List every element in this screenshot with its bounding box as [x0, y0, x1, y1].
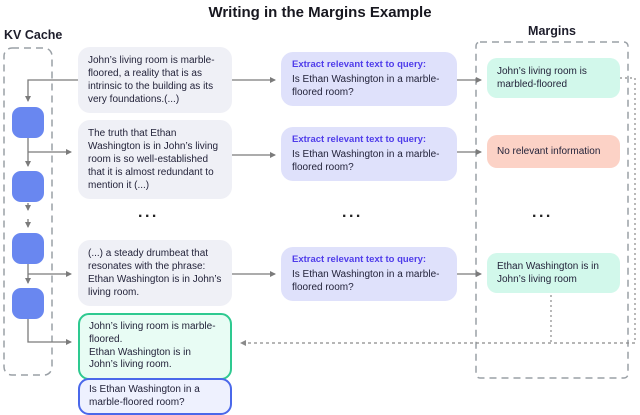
extract-query-2: Is Ethan Washington in a marble-floored …	[292, 149, 440, 174]
margins-label: Margins	[528, 24, 576, 38]
final-query-box: Is Ethan Washington in a marble-floored …	[78, 378, 232, 415]
arrow-chunk1-to-kv	[25, 79, 78, 102]
kv-cache-block-1	[12, 107, 44, 138]
margin-note-3: Ethan Washington is in John’s living roo…	[487, 253, 620, 293]
margin-note-1: John’s living room is marbled-floored	[487, 58, 620, 98]
extract-query-3: Is Ethan Washington in a marble-floored …	[292, 269, 440, 294]
kv-cache-container	[3, 47, 53, 376]
extract-heading-1: Extract relevant text to query:	[292, 59, 427, 70]
dotted-margin1-feedback	[620, 77, 636, 343]
extract-box-3: Extract relevant text to query: Is Ethan…	[281, 247, 457, 302]
ellipsis-extracts: ...	[342, 204, 363, 221]
extract-heading-3: Extract relevant text to query:	[292, 254, 427, 265]
margin-note-2: No relevant information	[487, 135, 620, 168]
extract-box-1: Extract relevant text to query: Is Ethan…	[281, 52, 457, 107]
chunk-text-1: John’s living room is marble-floored, a …	[78, 47, 232, 113]
kv-cache-block-3	[12, 233, 44, 264]
extract-box-2: Extract relevant text to query: Is Ethan…	[281, 127, 457, 182]
kv-cache-block-2	[12, 171, 44, 202]
diagram-title: Writing in the Margins Example	[208, 4, 432, 21]
margins-container	[475, 41, 629, 379]
kv-cache-label: KV Cache	[4, 28, 63, 42]
final-context-box: John’s living room is marble-floored. Et…	[78, 313, 232, 381]
extract-query-1: Is Ethan Washington in a marble-floored …	[292, 74, 440, 99]
chunk-text-3: (...) a steady drumbeat that resonates w…	[78, 240, 232, 306]
chunk-text-2: The truth that Ethan Washington is in Jo…	[78, 120, 232, 199]
arrow-kv4-to-final	[27, 319, 72, 345]
ellipsis-margins: ...	[532, 204, 553, 221]
extract-heading-2: Extract relevant text to query:	[292, 134, 427, 145]
ellipsis-chunks: ...	[138, 204, 159, 221]
kv-cache-block-4	[12, 288, 44, 319]
